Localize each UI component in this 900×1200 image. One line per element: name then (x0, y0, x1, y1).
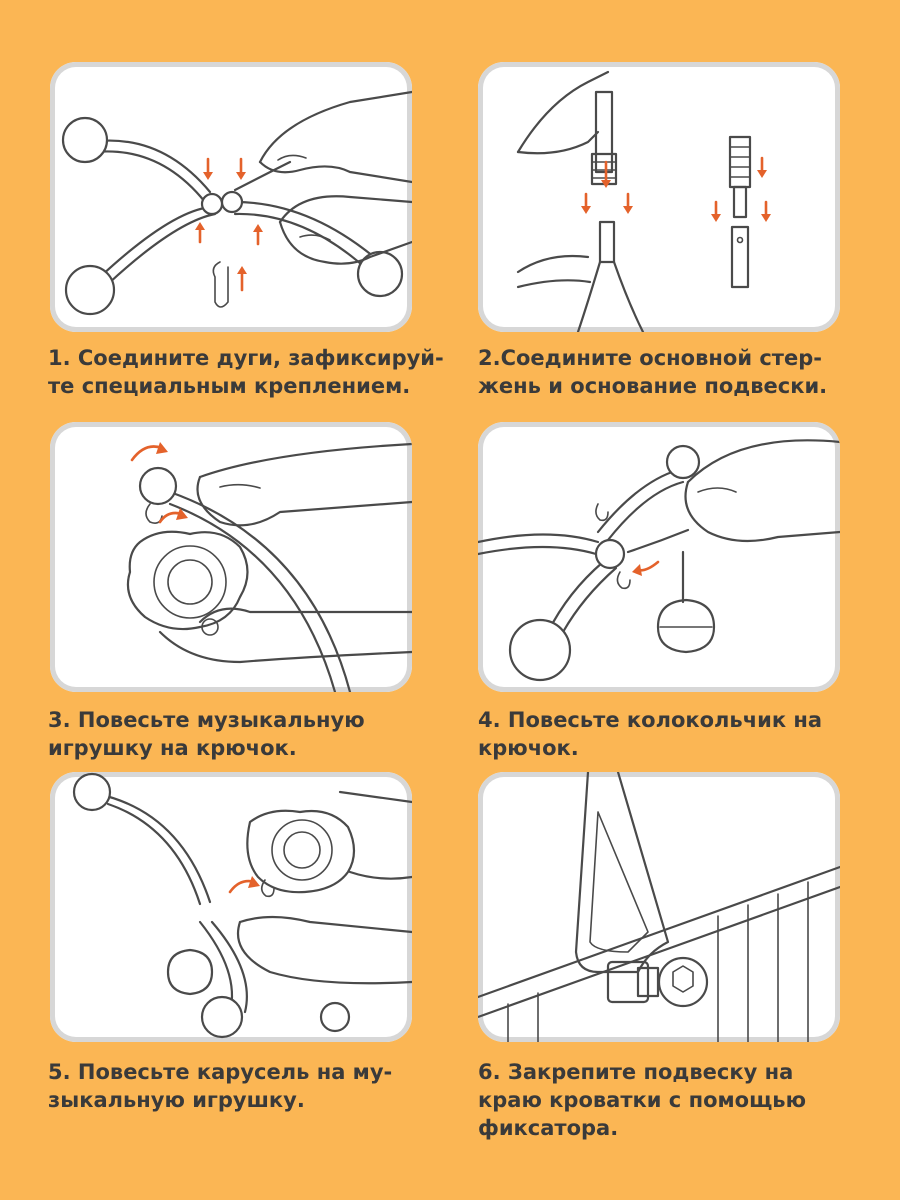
step-1-caption-line-1: 1. Соедините дуги, зафиксируй- (48, 346, 444, 370)
step-6-illustration (478, 772, 840, 1042)
step-6-caption: 6. Закрепите подвеску на краю кроватки с… (478, 1058, 878, 1142)
step-4-illustration (478, 422, 840, 692)
step-5-caption-line-1: 5. Повесьте карусель на му- (48, 1060, 393, 1084)
hang-bell-icon (478, 439, 840, 682)
step-2-caption: 2.Соедините основной стер- жень и основа… (478, 344, 878, 400)
step-1-caption: 1. Соедините дуги, зафиксируй- те специа… (48, 344, 448, 400)
connect-arcs-icon (61, 90, 412, 316)
step-3-caption-line-2: игрушку на крючок. (48, 736, 297, 760)
step-4-caption-line-2: крючок. (478, 736, 579, 760)
step-4-caption-line-1: 4. Повесьте колокольчик на (478, 708, 823, 732)
step-2-illustration (478, 62, 840, 332)
step-5-illustration (50, 772, 412, 1042)
step-4-caption: 4. Повесьте колокольчик на крючок. (478, 706, 878, 762)
hang-music-toy-icon (126, 442, 412, 692)
step-1-illustration (50, 62, 412, 332)
step-2-caption-line-1: 2.Соедините основной стер- (478, 346, 822, 370)
step-6-caption-line-1: 6. Закрепите подвеску на (478, 1060, 794, 1084)
step-6-caption-line-2: краю кроватки с помощью (478, 1088, 807, 1112)
crib-mount-icon (478, 772, 840, 1042)
step-3-caption: 3. Повесьте музыкальную игрушку на крючо… (48, 706, 448, 762)
step-6-caption-line-3: фиксатора. (478, 1116, 619, 1140)
step-2-caption-line-2: жень и основание подвески. (478, 374, 828, 398)
step-5-caption: 5. Повесьте карусель на му- зыкальную иг… (48, 1058, 448, 1114)
hang-carousel-icon (72, 772, 412, 1039)
step-3-illustration (50, 422, 412, 692)
step-3-caption-line-1: 3. Повесьте музыкальную (48, 708, 365, 732)
step-5-caption-line-2: зыкальную игрушку. (48, 1088, 305, 1112)
step-1-caption-line-2: те специальным креплением. (48, 374, 411, 398)
connect-rod-icon (516, 70, 771, 332)
